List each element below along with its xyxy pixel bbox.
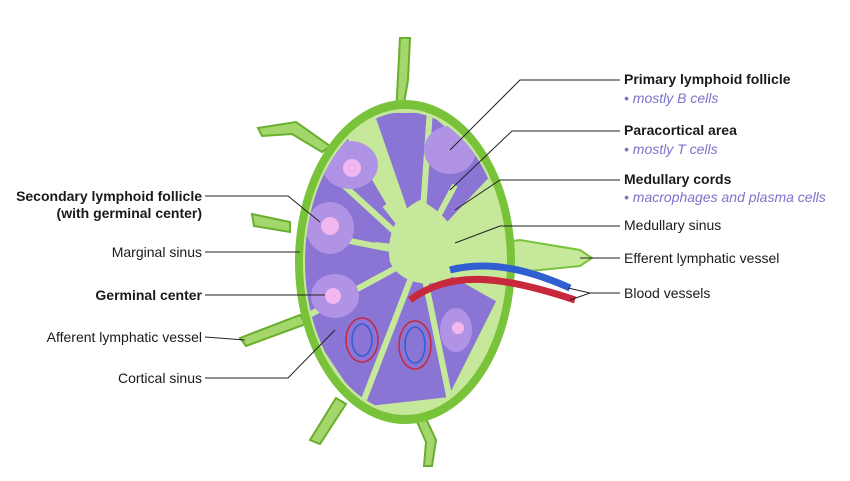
note-medullary-cords: • macrophages and plasma cells xyxy=(624,189,826,205)
leader-lines xyxy=(204,79,620,379)
afferent-vessel-lower-left xyxy=(238,313,308,348)
label-secondary-follicle: Secondary lymphoid follicle (with germin… xyxy=(16,188,202,222)
label-paracortical-area: Paracortical area xyxy=(624,122,737,138)
note-paracortical-area: • mostly T cells xyxy=(624,141,718,157)
vein xyxy=(449,262,572,292)
label-medullary-cords: Medullary cords xyxy=(624,171,732,187)
medullary-cords xyxy=(374,183,472,253)
label-blood-vessels: Blood vessels xyxy=(624,285,711,301)
afferent-lymphatic-vessels xyxy=(238,37,438,467)
germinal-center-3 xyxy=(325,288,341,304)
afferent-vessel-upper-left xyxy=(256,120,332,154)
label-efferent-vessel: Efferent lymphatic vessel xyxy=(624,250,780,266)
artery xyxy=(407,275,577,304)
germinal-center-2 xyxy=(321,217,339,235)
label-secondary-follicle-line2: (with germinal center) xyxy=(56,205,202,221)
capillary-loops xyxy=(345,317,432,370)
afferent-vessel-bottom-left xyxy=(308,396,348,446)
germinal-centers xyxy=(321,159,464,334)
afferent-vessel-left xyxy=(250,212,291,234)
label-afferent-vessel: Afferent lymphatic vessel xyxy=(46,329,202,345)
label-germinal-center: Germinal center xyxy=(95,287,202,303)
label-marginal-sinus: Marginal sinus xyxy=(111,244,202,260)
germinal-center-1 xyxy=(343,159,361,177)
germinal-center-4 xyxy=(452,322,464,334)
label-secondary-follicle-line1: Secondary lymphoid follicle xyxy=(16,188,202,204)
label-primary-follicle: Primary lymphoid follicle xyxy=(624,71,791,87)
label-medullary-sinus: Medullary sinus xyxy=(624,217,722,233)
note-primary-follicle: • mostly B cells xyxy=(624,90,719,106)
label-cortical-sinus: Cortical sinus xyxy=(117,370,202,386)
